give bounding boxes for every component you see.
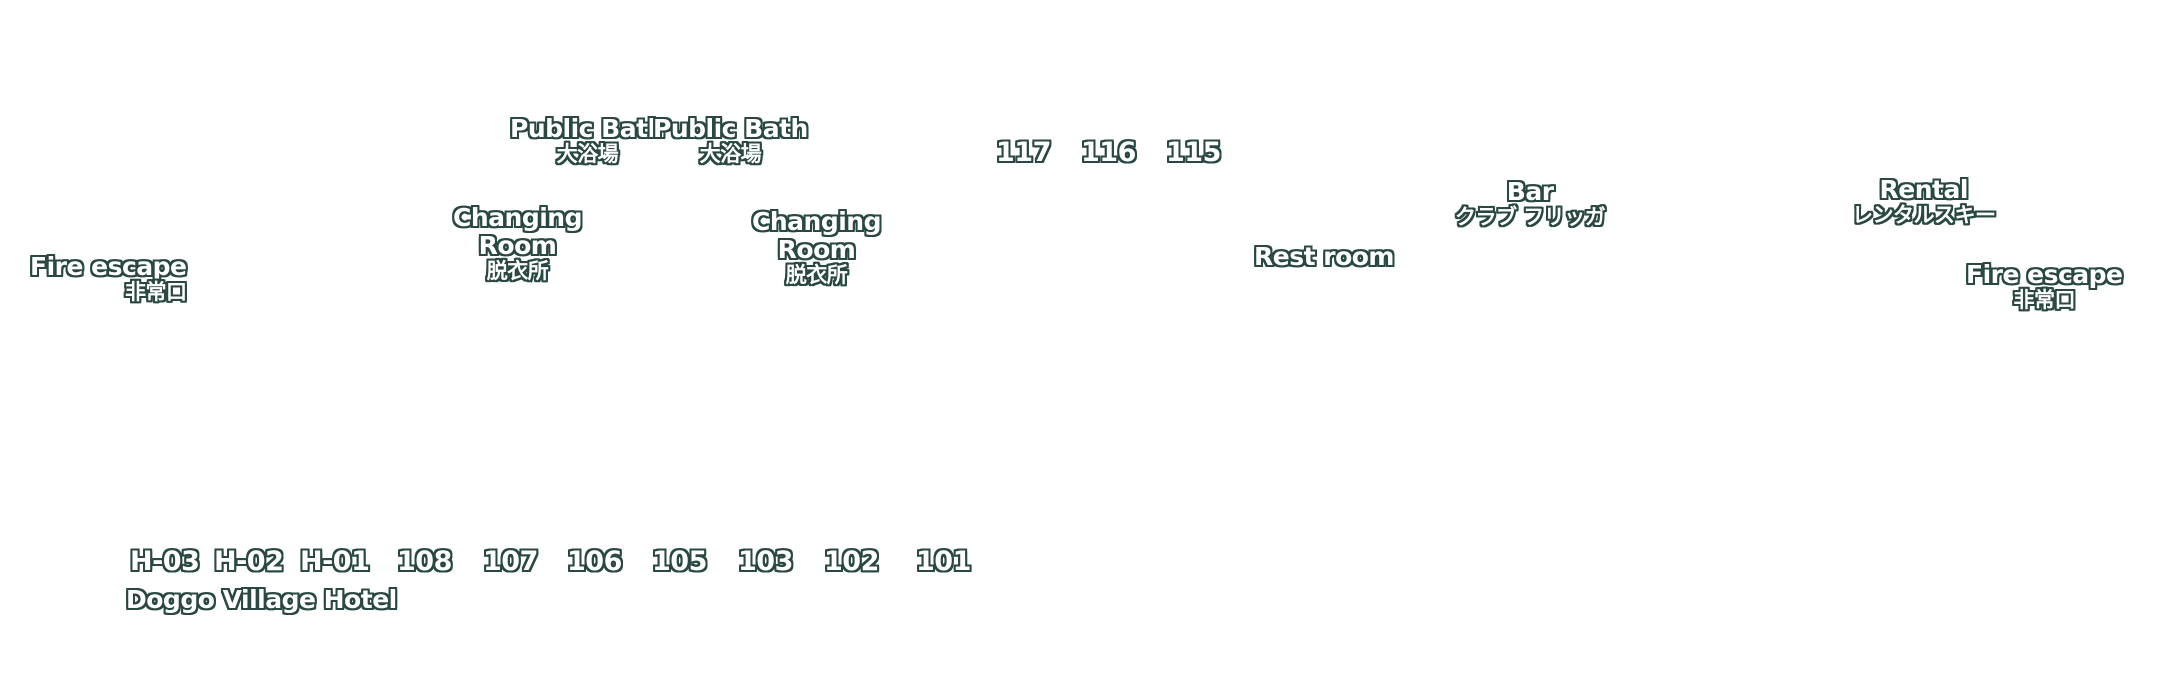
hotel-name-en: Doggo Village Hotel [126,585,397,614]
hotel-name-label: Doggo Village Hotel [126,586,397,614]
changing-room-1-label[interactable]: Changing Room 脱衣所 [453,204,582,284]
room-h03-number: H-03 [130,546,200,577]
bar-jp: クラブ フリッガ [1455,205,1606,229]
public-bath-2-label[interactable]: Public Bath 大浴場 [653,115,808,167]
rental-jp: レンタルスキー [1852,203,1996,227]
fire-escape-right-jp: 非常口 [2013,288,2076,312]
room-108-label[interactable]: 108 [397,546,452,577]
room-102-number: 102 [824,546,879,577]
changing-room-2-en2: Room [777,235,856,264]
rest-room-en: Rest room [1254,242,1394,271]
room-h02-number: H-02 [214,546,284,577]
room-115-number: 115 [1166,137,1221,168]
room-101-number: 101 [916,546,971,577]
room-107-label[interactable]: 107 [483,546,538,577]
public-bath-2-jp: 大浴場 [699,142,762,166]
room-h01-label[interactable]: H-01 [300,546,370,577]
rental-label[interactable]: Rental レンタルスキー [1852,176,1996,228]
room-102-label[interactable]: 102 [824,546,879,577]
room-106-number: 106 [567,546,622,577]
room-103-number: 103 [738,546,793,577]
room-h02-label[interactable]: H-02 [214,546,284,577]
room-105-number: 105 [652,546,707,577]
changing-room-1-jp: 脱衣所 [486,259,549,283]
room-116-label[interactable]: 116 [1081,137,1136,168]
room-h01-number: H-01 [300,546,370,577]
changing-room-2-en1: Changing [752,207,881,236]
public-bath-1-jp: 大浴場 [556,142,619,166]
fire-escape-right-label[interactable]: Fire escape 非常口 [1966,261,2123,313]
changing-room-1-en1: Changing [453,203,582,232]
changing-room-2-label[interactable]: Changing Room 脱衣所 [752,208,881,288]
bar-label[interactable]: Bar クラブ フリッガ [1455,177,1606,230]
fire-escape-left-label[interactable]: Fire escape 非常口 [30,253,187,305]
changing-room-2-jp: 脱衣所 [785,263,848,287]
room-103-label[interactable]: 103 [738,546,793,577]
changing-room-1-en2: Room [478,231,557,260]
fire-escape-left-en: Fire escape [30,252,187,281]
rental-en: Rental [1879,175,1969,204]
public-bath-1-en: Public Bath [510,114,665,143]
room-105-label[interactable]: 105 [652,546,707,577]
room-117-label[interactable]: 117 [996,137,1051,168]
room-115-label[interactable]: 115 [1166,137,1221,168]
public-bath-1-label[interactable]: Public Bath 大浴場 [510,115,665,167]
room-106-label[interactable]: 106 [567,546,622,577]
room-107-number: 107 [483,546,538,577]
room-117-number: 117 [996,137,1051,168]
room-108-number: 108 [397,546,452,577]
room-116-number: 116 [1081,137,1136,168]
rest-room-label[interactable]: Rest room [1254,243,1394,271]
fire-escape-left-jp: 非常口 [125,280,187,304]
room-101-label[interactable]: 101 [916,546,971,577]
public-bath-2-en: Public Bath [653,114,808,143]
bar-en: Bar [1506,177,1554,206]
fire-escape-right-en: Fire escape [1966,260,2123,289]
room-h03-label[interactable]: H-03 [130,546,200,577]
